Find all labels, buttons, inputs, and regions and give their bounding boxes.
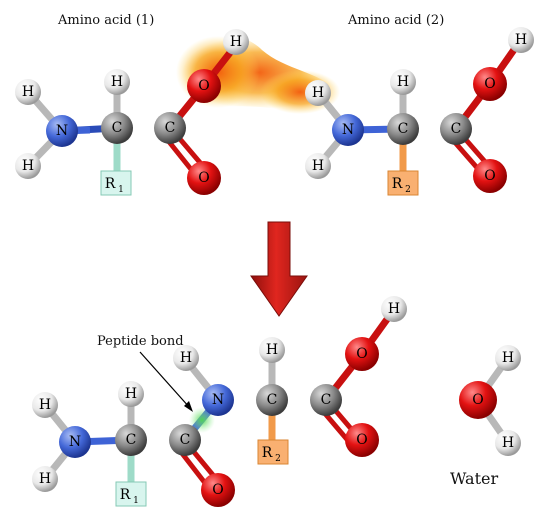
svg-text:N: N [69, 434, 81, 450]
r2-group-box: R 2 [257, 439, 289, 465]
carbon-atom: C [154, 112, 186, 144]
hydrogen-atom: H [118, 381, 144, 407]
nitrogen-atom: N [59, 426, 91, 458]
oxygen-atom: O [187, 161, 221, 195]
svg-text:H: H [180, 350, 192, 366]
carbon-atom: C [101, 112, 133, 144]
svg-text:C: C [321, 392, 332, 408]
svg-text:N: N [342, 122, 354, 138]
svg-text:O: O [212, 482, 223, 498]
hydrogen-atom: H [495, 345, 521, 371]
hydrogen-atom: H [390, 69, 416, 95]
oxygen-atom: O [473, 159, 507, 193]
amino-acid-2-label: Amino acid (2) [347, 13, 444, 28]
svg-text:H: H [266, 342, 278, 358]
carbon-atom: C [169, 424, 201, 456]
hydrogen-atom: H [104, 69, 130, 95]
svg-text:O: O [198, 78, 209, 94]
svg-text:N: N [56, 123, 68, 139]
oxygen-atom: O [459, 381, 497, 419]
r2-group-box: R 2 [387, 170, 419, 196]
svg-text:C: C [267, 392, 278, 408]
amino-acid-2-bonds [315, 38, 523, 180]
svg-text:H: H [39, 471, 51, 487]
svg-text:O: O [472, 392, 483, 408]
peptide-bond-label: Peptide bond [97, 334, 184, 349]
svg-text:1: 1 [118, 185, 124, 195]
svg-text:N: N [212, 392, 224, 408]
svg-text:C: C [126, 432, 137, 448]
svg-text:H: H [22, 84, 34, 100]
carbon-atom: C [256, 384, 288, 416]
peptide-bond-highlight [189, 407, 215, 433]
carbon-atom: C [387, 113, 419, 145]
svg-text:2: 2 [405, 185, 411, 195]
svg-text:H: H [502, 435, 514, 451]
hydrogen-atom: H [173, 345, 199, 371]
amino-acid-2-atoms: H H N H C R 2 C O O H [305, 27, 534, 196]
dipeptide-atoms: H H N H C R 1 C O H N H C R 2 C O O H [32, 296, 407, 507]
svg-text:H: H [388, 301, 400, 317]
svg-text:O: O [356, 432, 367, 448]
carbon-atom: C [310, 384, 342, 416]
svg-text:2: 2 [275, 454, 281, 464]
hydrogen-atom: H [305, 80, 331, 106]
peptide-bond-callout: Peptide bond [97, 334, 193, 412]
amino-acid-1-label: Amino acid (1) [57, 13, 154, 28]
carbon-atom: C [440, 113, 472, 145]
nitrogen-atom: N [332, 114, 364, 146]
oxygen-atom: O [201, 473, 235, 507]
hydrogen-atom: H [305, 153, 331, 179]
oxygen-atom: O [187, 69, 221, 103]
svg-text:O: O [198, 170, 209, 186]
svg-text:C: C [451, 121, 462, 137]
svg-text:O: O [356, 346, 367, 362]
hydrogen-atom: H [32, 466, 58, 492]
svg-text:H: H [39, 397, 51, 413]
svg-text:H: H [230, 34, 242, 50]
carbon-atom: C [115, 424, 147, 456]
reaction-arrow [250, 221, 308, 317]
svg-text:H: H [312, 85, 324, 101]
svg-text:C: C [398, 121, 409, 137]
svg-text:R: R [120, 487, 131, 503]
amino-acid-1-atoms: H H N H C R 1 C O O H [15, 29, 249, 196]
svg-text:O: O [484, 76, 495, 92]
oxygen-atom: O [473, 67, 507, 101]
svg-text:R: R [105, 176, 116, 192]
hydrogen-atom: H [15, 79, 41, 105]
oxygen-atom: O [345, 337, 379, 371]
r1-group-box: R 1 [100, 170, 132, 196]
svg-text:H: H [111, 74, 123, 90]
svg-text:H: H [397, 74, 409, 90]
hydrogen-atom: H [495, 430, 521, 456]
svg-text:H: H [515, 32, 527, 48]
water-molecule: H H O [459, 345, 521, 456]
svg-text:H: H [125, 386, 137, 402]
svg-text:C: C [165, 120, 176, 136]
water-label: Water [450, 469, 498, 488]
hydrogen-atom: H [223, 29, 249, 55]
hydrogen-atom: H [508, 27, 534, 53]
nitrogen-atom: N [202, 384, 234, 416]
hydrogen-atom: H [259, 337, 285, 363]
hydrogen-atom: H [32, 392, 58, 418]
svg-text:C: C [112, 120, 123, 136]
svg-text:R: R [262, 445, 273, 461]
svg-text:O: O [484, 168, 495, 184]
oxygen-atom: O [345, 423, 379, 457]
svg-text:R: R [392, 176, 403, 192]
nitrogen-atom: N [46, 115, 78, 147]
svg-text:H: H [22, 158, 34, 174]
svg-text:1: 1 [133, 496, 139, 506]
hydrogen-atom: H [381, 296, 407, 322]
svg-text:C: C [180, 432, 191, 448]
r1-group-box: R 1 [115, 481, 147, 507]
svg-text:H: H [312, 158, 324, 174]
svg-text:H: H [502, 350, 514, 366]
hydrogen-atom: H [15, 153, 41, 179]
